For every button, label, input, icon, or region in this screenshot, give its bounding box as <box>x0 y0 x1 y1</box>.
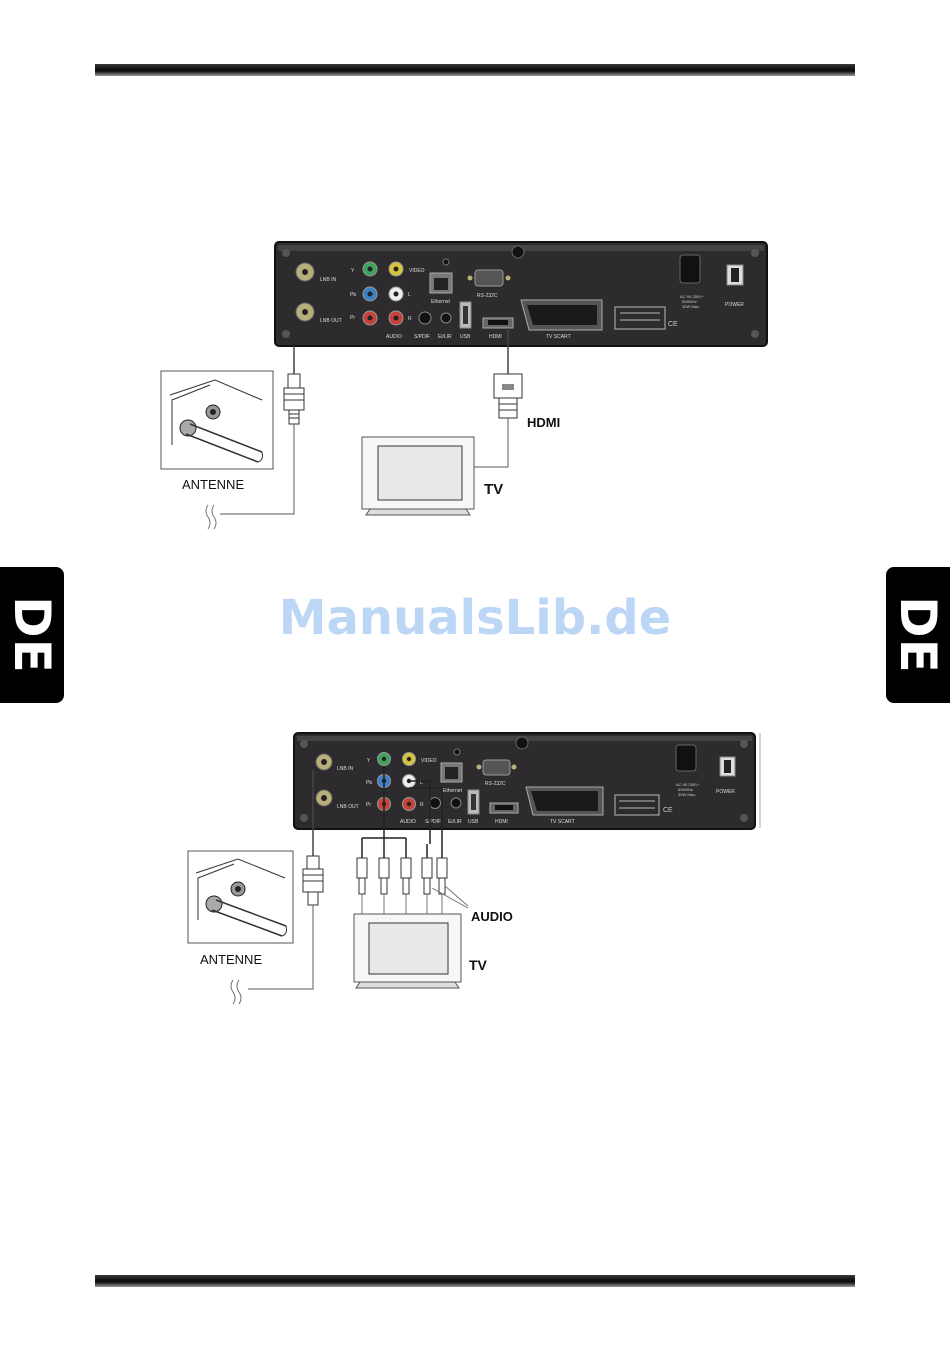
ac-rating-line1: AC 90-250V~ <box>680 294 705 299</box>
language-tab-left: DE <box>0 567 64 703</box>
l-label-2: L <box>420 780 423 786</box>
eir-label-2: Ei/LIR <box>448 819 462 825</box>
power-label: POWER <box>725 302 744 308</box>
tv-illustration <box>361 436 475 516</box>
antenna-cable <box>205 346 305 530</box>
video-label: VIDEO <box>409 268 425 274</box>
hdmi-label: HDMI <box>527 415 560 430</box>
usb-label: USB <box>460 334 471 340</box>
y-label: Y <box>351 268 355 274</box>
antenna-socket-illustration <box>160 370 274 470</box>
audio-cable-label: AUDIO <box>471 909 513 924</box>
rs232-port-2 <box>482 759 511 776</box>
scart-label: TV SCART <box>546 334 571 340</box>
y-label-2: Y <box>367 758 371 764</box>
tv-illustration-2 <box>353 913 462 989</box>
ac-rating-line3-2: 30W Max. <box>678 792 696 797</box>
r-label-2: R <box>420 802 424 808</box>
lnb-out-label-2: LNB OUT <box>337 804 359 810</box>
rs232-port <box>474 269 504 287</box>
pr-label: Pr <box>350 315 355 321</box>
tv-label-2: TV <box>469 957 488 973</box>
lnb-in-label-2: LNB IN <box>337 766 354 772</box>
rs232-label: RS-232C <box>477 293 498 299</box>
watermark: ManualsLib.de <box>278 590 672 646</box>
scart-label-2: TV SCART <box>550 819 575 825</box>
video-label-2: VIDEO <box>421 758 437 764</box>
pb-label: Pb <box>350 292 356 298</box>
ethernet-label: Ethernet <box>431 299 451 305</box>
usb-label-2: USB <box>468 819 479 825</box>
tv-label: TV <box>484 481 503 498</box>
hdmi-port-label: HDMI <box>489 334 502 340</box>
antenna-label: ANTENNE <box>182 477 244 492</box>
ce-mark-2: CE <box>663 807 673 814</box>
spdif-label-2: S/PDIF <box>425 819 441 825</box>
audio-label: AUDIO <box>386 334 402 340</box>
rating-plate-2 <box>614 794 660 816</box>
hdmi-cable <box>474 328 523 468</box>
ac-rating-line1-2: AC 90-250V~ <box>676 782 701 787</box>
l-label: L <box>408 292 411 298</box>
rca-cable-leads <box>361 885 469 915</box>
footer-rule <box>95 1275 855 1287</box>
antenna-label-2: ANTENNE <box>200 952 262 967</box>
eir-port-2 <box>450 797 462 809</box>
power-socket-2 <box>675 744 697 772</box>
power-label-2: POWER <box>716 789 735 795</box>
pb-label-2: Pb <box>366 780 372 786</box>
ac-rating-line3: 30W Max. <box>682 304 700 309</box>
antenna-cable-2 <box>230 770 324 1005</box>
spdif-port <box>418 311 432 325</box>
ac-rating-line2-2: 50/60Hz <box>678 787 693 792</box>
ce-mark: CE <box>668 321 678 328</box>
rating-plate <box>614 306 666 330</box>
spdif-port-2 <box>429 797 441 809</box>
receiver-back-panel: LNB IN LNB OUT Y Pb Pr VIDEO L R AUDIO E… <box>274 241 768 347</box>
rs232-label-2: RS-232C <box>485 781 506 787</box>
eir-port <box>440 312 452 324</box>
language-tab-right: DE <box>886 567 950 703</box>
rca-cables <box>361 766 443 858</box>
lnb-in-label: LNB IN <box>320 277 337 283</box>
audio-label-2: AUDIO <box>400 819 416 825</box>
power-socket <box>679 254 701 284</box>
lnb-out-label: LNB OUT <box>320 318 342 324</box>
r-label: R <box>408 316 412 322</box>
spdif-label: S/PDIF <box>414 334 430 340</box>
receiver-back-panel-2: LNB IN LNB OUT Y Pb Pr VIDEO L R AUDIO E… <box>293 732 761 830</box>
hdmi-port-label-2: HDMI <box>495 819 508 825</box>
header-rule <box>95 64 855 76</box>
ac-rating-line2: 50/60Hz <box>682 299 697 304</box>
antenna-socket-illustration-2 <box>187 850 294 944</box>
ethernet-label-2: Ethernet <box>443 788 463 794</box>
eir-label: Ei/LIR <box>438 334 452 340</box>
pr-label-2: Pr <box>366 802 371 808</box>
